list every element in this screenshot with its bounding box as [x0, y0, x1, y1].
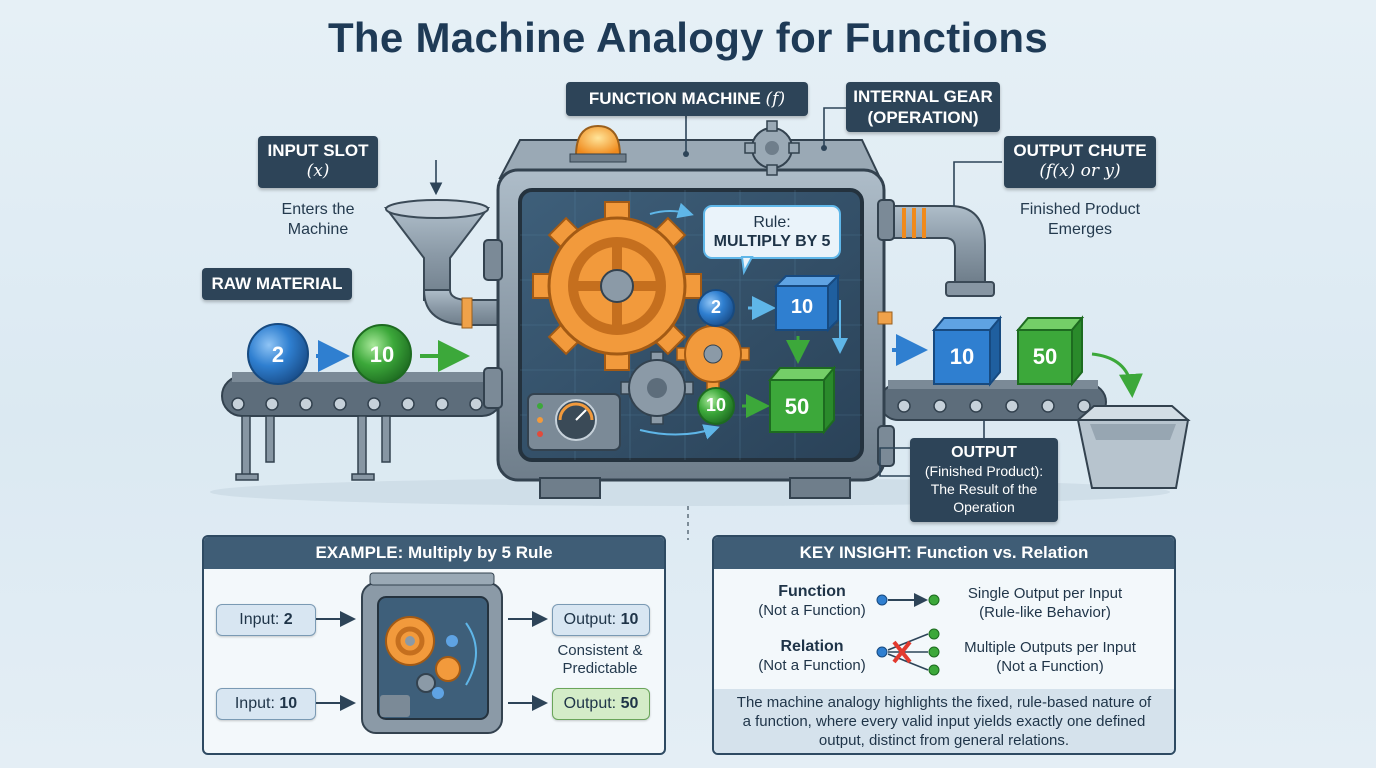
output-chute-symbol: (f(x) or y) [1039, 161, 1121, 181]
example-input-2-value: 2 [283, 611, 293, 628]
function-relation-icons [876, 593, 940, 676]
rule-bubble-line1: Rule: [753, 214, 791, 231]
output-boxes [931, 315, 1085, 387]
insight-footer: The machine analogy highlights the fixed… [714, 689, 1174, 753]
output-box-50: 50 [1032, 344, 1058, 369]
function-desc-line1: Single Output per Input [967, 585, 1123, 602]
example-output-50: Output: 50 [552, 688, 650, 720]
insight-panel: KEY INSIGHT: Function vs. Relation The m… [712, 535, 1176, 755]
enters-line2: Machine [287, 221, 349, 238]
finished-line2: Emerges [1047, 221, 1113, 238]
relation-description: Multiple Outputs per Input (Not a Functi… [950, 638, 1150, 676]
machine-ball-in-label: 2 [710, 297, 721, 317]
example-note: Consistent & Predictable [540, 642, 660, 678]
input-slot-tag: INPUT SLOT (x) [258, 136, 378, 188]
enters-machine-text: Enters the Machine [258, 200, 378, 240]
insight-footer-line1: The machine analogy highlights the fixed… [736, 694, 1152, 711]
raw-ball-2: 2 [271, 342, 285, 367]
example-note-line1: Consistent & [557, 642, 643, 659]
output-line4: Operation [953, 499, 1015, 515]
relation-desc-line1: Multiple Outputs per Input [964, 639, 1136, 656]
machine-box-mid-label: 10 [790, 296, 814, 318]
function-machine-label: FUNCTION MACHINE [588, 89, 766, 108]
internal-gear-line2: (OPERATION) [867, 108, 979, 127]
left-conveyor [221, 372, 503, 481]
function-desc-line2: (Rule-like Behavior) [979, 604, 1111, 621]
output-line1: OUTPUT [951, 444, 1017, 461]
raw-ball-10: 10 [369, 342, 395, 367]
output-pipe [879, 205, 995, 297]
output-chute-label: OUTPUT CHUTE [1013, 141, 1147, 160]
example-output-50-label: Output: [563, 695, 621, 712]
relation-term: Relation (Not a Function) [742, 637, 882, 675]
function-term: Function (Not a Function) [742, 582, 882, 620]
relation-desc-line2: (Not a Function) [996, 658, 1104, 675]
example-output-50-value: 50 [620, 695, 639, 712]
function-description: Single Output per Input (Rule-like Behav… [950, 584, 1140, 622]
internal-gear-tag: INTERNAL GEAR (OPERATION) [846, 82, 1000, 132]
output-line2: (Finished Product): [924, 463, 1044, 479]
example-illustration [316, 572, 548, 734]
output-chute-tag: OUTPUT CHUTE (f(x) or y) [1004, 136, 1156, 188]
input-funnel [383, 199, 501, 329]
machine-ball-in2-label: 10 [705, 395, 727, 415]
relation-subtitle: (Not a Function) [758, 657, 866, 674]
right-conveyor [879, 380, 1107, 421]
relation-title: Relation [780, 638, 844, 655]
example-input-10-label: Input: [234, 695, 280, 712]
rule-bubble-line2: MULTIPLY BY 5 [713, 233, 831, 250]
internal-gear-line1: INTERNAL GEAR [853, 87, 993, 106]
function-machine-symbol: (f) [765, 89, 786, 109]
example-input-10-value: 10 [279, 695, 298, 712]
insight-footer-line2: a function, where every valid input yiel… [742, 713, 1146, 730]
insight-footer-line3: output, distinct from general relations. [818, 732, 1070, 749]
function-machine-tag: FUNCTION MACHINE (f) [566, 82, 808, 116]
page-title: The Machine Analogy for Functions [327, 14, 1049, 61]
example-note-line2: Predictable [562, 660, 638, 677]
input-slot-symbol: (x) [306, 161, 330, 181]
finished-line1: Finished Product [1019, 201, 1141, 218]
output-tag: OUTPUT (Finished Product): The Result of… [910, 438, 1058, 522]
output-line3: The Result of the [930, 481, 1038, 497]
example-output-10: Output: 10 [552, 604, 650, 636]
enters-line1: Enters the [281, 201, 355, 218]
machine-body [483, 120, 895, 499]
example-input-10: Input: 10 [216, 688, 316, 720]
input-slot-label: INPUT SLOT [267, 141, 369, 160]
output-bin [1075, 405, 1191, 489]
example-header: EXAMPLE: Multiply by 5 Rule [204, 537, 664, 569]
finished-product-text: Finished Product Emerges [996, 200, 1164, 240]
function-title: Function [778, 583, 846, 600]
output-box-10: 10 [949, 344, 975, 369]
example-output-10-label: Output: [563, 611, 621, 628]
function-subtitle: (Not a Function) [758, 602, 866, 619]
raw-material-tag: RAW MATERIAL [202, 268, 352, 300]
insight-header: KEY INSIGHT: Function vs. Relation [714, 537, 1174, 569]
example-input-2: Input: 2 [216, 604, 316, 636]
example-input-2-label: Input: [239, 611, 284, 628]
example-output-10-value: 10 [620, 611, 639, 628]
machine-box-out-label: 50 [784, 394, 810, 419]
